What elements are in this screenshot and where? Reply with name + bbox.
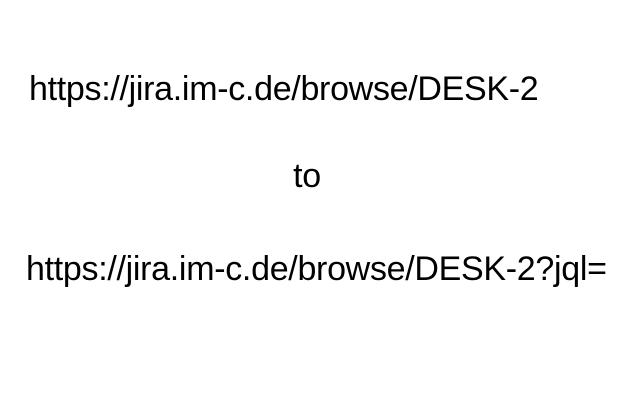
url-before-text: https://jira.im-c.de/browse/DESK-2 [29,70,539,108]
connector-text: to [293,157,321,195]
url-after-text: https://jira.im-c.de/browse/DESK-2?jql= [26,250,607,288]
